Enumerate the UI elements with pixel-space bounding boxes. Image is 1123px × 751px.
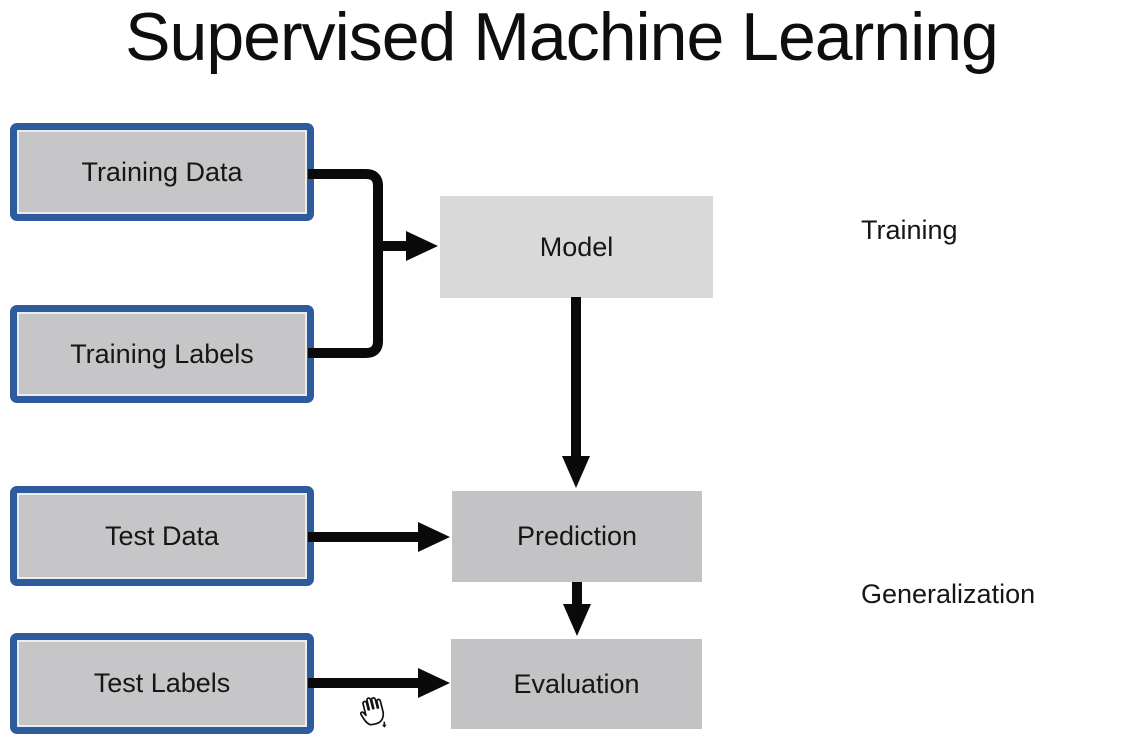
node-evaluation: Evaluation — [451, 639, 702, 729]
node-test-labels: Test Labels — [10, 633, 314, 734]
drag-hand-cursor-icon — [359, 697, 387, 728]
arrowhead-into-model — [406, 231, 438, 261]
node-test-labels-label: Test Labels — [93, 668, 231, 698]
node-model-label: Model — [539, 231, 614, 262]
node-training-data-label: Training Data — [81, 156, 243, 187]
node-test-data: Test Data — [10, 486, 314, 586]
node-evaluation-label: Evaluation — [513, 668, 640, 699]
node-prediction-label: Prediction — [516, 521, 638, 551]
arrowhead-into-prediction-top — [562, 456, 590, 488]
node-test-data-label: Test Data — [104, 520, 220, 551]
node-training-data: Training Data — [10, 123, 314, 221]
diagram-title: Supervised Machine Learning — [125, 0, 999, 75]
node-training-labels: Training Labels — [10, 305, 314, 403]
phase-label-training: Training — [861, 215, 958, 245]
arrowhead-into-evaluation-top — [563, 604, 591, 636]
phase-label-generalization: Generalization — [861, 579, 1036, 609]
arrowhead-into-prediction-left — [418, 522, 450, 552]
connector-training-join-bracket — [308, 169, 383, 358]
arrowhead-into-evaluation-left — [418, 668, 450, 698]
node-prediction: Prediction — [452, 491, 702, 582]
node-model: Model — [440, 196, 713, 298]
node-training-labels-label: Training Labels — [70, 338, 254, 369]
